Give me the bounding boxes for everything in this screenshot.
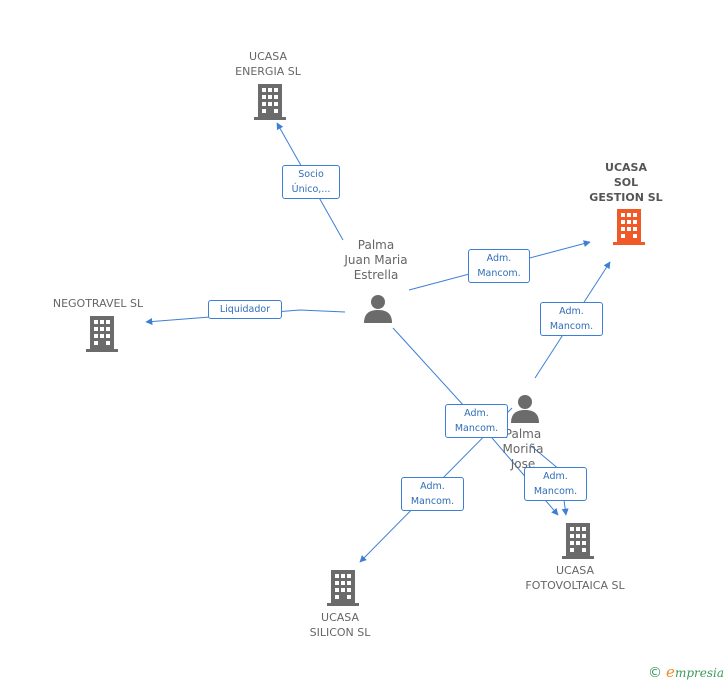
building-icon[interactable]	[254, 84, 286, 120]
node-label-negotravel: NEGOTRAVEL SL	[52, 297, 144, 310]
edge-juan-negotravel	[145, 309, 346, 325]
edge-badge-adm-mancom[interactable]: Adm. Mancom.	[468, 249, 530, 283]
building-icon[interactable]	[562, 523, 594, 559]
edge-badge-adm-mancom[interactable]: Adm. Mancom.	[401, 477, 464, 511]
node-label-ucasa-sol: UCASA SOL GESTION SL	[589, 161, 663, 204]
node-label-palma-morina: Palma Moriña Jose	[502, 427, 544, 471]
edge-badge-adm-mancom[interactable]: Adm. Mancom.	[445, 404, 508, 438]
person-icon[interactable]	[510, 393, 540, 423]
node-label-ucasa-silicon: UCASA SILICON SL	[309, 611, 371, 639]
edge-badge-adm-mancom[interactable]: Adm. Mancom.	[524, 467, 587, 501]
edge-badge-adm-mancom[interactable]: Adm. Mancom.	[540, 302, 603, 336]
building-icon[interactable]	[86, 316, 118, 352]
edge-badge-socio-unico[interactable]: Socio Único,...	[282, 165, 340, 199]
node-label-ucasa-foto: UCASA FOTOVOLTAICA SL	[525, 564, 625, 592]
building-icon[interactable]	[327, 570, 359, 606]
brand-name: mpresia	[674, 666, 724, 680]
copyright-icon: ©	[648, 665, 663, 681]
edge-badge-liquidador[interactable]: Liquidador	[208, 300, 282, 319]
building-icon[interactable]	[613, 209, 645, 245]
node-label-palma-juan: Palma Juan Maria Estrella	[344, 238, 408, 282]
copyright-notice: ©empresia	[648, 663, 724, 681]
node-label-ucasa-energia: UCASA ENERGIA SL	[235, 50, 301, 78]
person-icon[interactable]	[363, 293, 393, 323]
brand-logo: e	[666, 663, 675, 681]
